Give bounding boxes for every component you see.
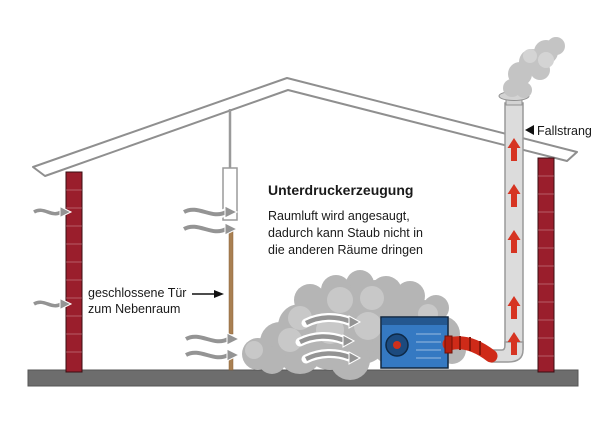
door-gap-arrow-icon — [186, 333, 239, 345]
brick-lines — [538, 175, 554, 357]
chimney-smoke-highlight — [523, 49, 554, 68]
door-pointer-arrow-icon — [192, 290, 224, 298]
chimney-smoke — [503, 37, 565, 98]
wall-leak-arrow-icon — [34, 299, 71, 310]
pipe-label: Fallstrang — [537, 124, 592, 138]
interior-wall — [222, 109, 238, 371]
hose-coupling — [444, 335, 453, 354]
door-gap-arrow-icon — [186, 349, 239, 361]
pipe-pointer-arrow-icon — [525, 125, 534, 135]
vacuum-unit — [380, 316, 449, 369]
door-gap-arrow-icon — [184, 206, 237, 218]
description-line: die anderen Räume dringen — [268, 243, 423, 257]
wall-leak-arrow-icon — [34, 207, 71, 218]
door-gap-arrow-icon — [184, 223, 237, 235]
vent-lines — [416, 333, 441, 359]
door-label-line-1: geschlossene Tür — [88, 286, 187, 300]
fan-hub — [393, 341, 401, 349]
description-line: Raumluft wird angesaugt, — [268, 209, 410, 223]
hose-ribs — [459, 336, 481, 355]
description-line: dadurch kann Staub nicht in — [268, 226, 423, 240]
diagram-title: Unterdruckerzeugung — [268, 182, 414, 198]
closed-door — [228, 227, 234, 335]
right-wall — [537, 157, 555, 373]
suction-hose — [442, 335, 498, 363]
door-label-line-2: zum Nebenraum — [88, 302, 181, 316]
left-wall — [65, 171, 83, 373]
brick-lines — [66, 189, 82, 353]
roof — [32, 77, 578, 177]
